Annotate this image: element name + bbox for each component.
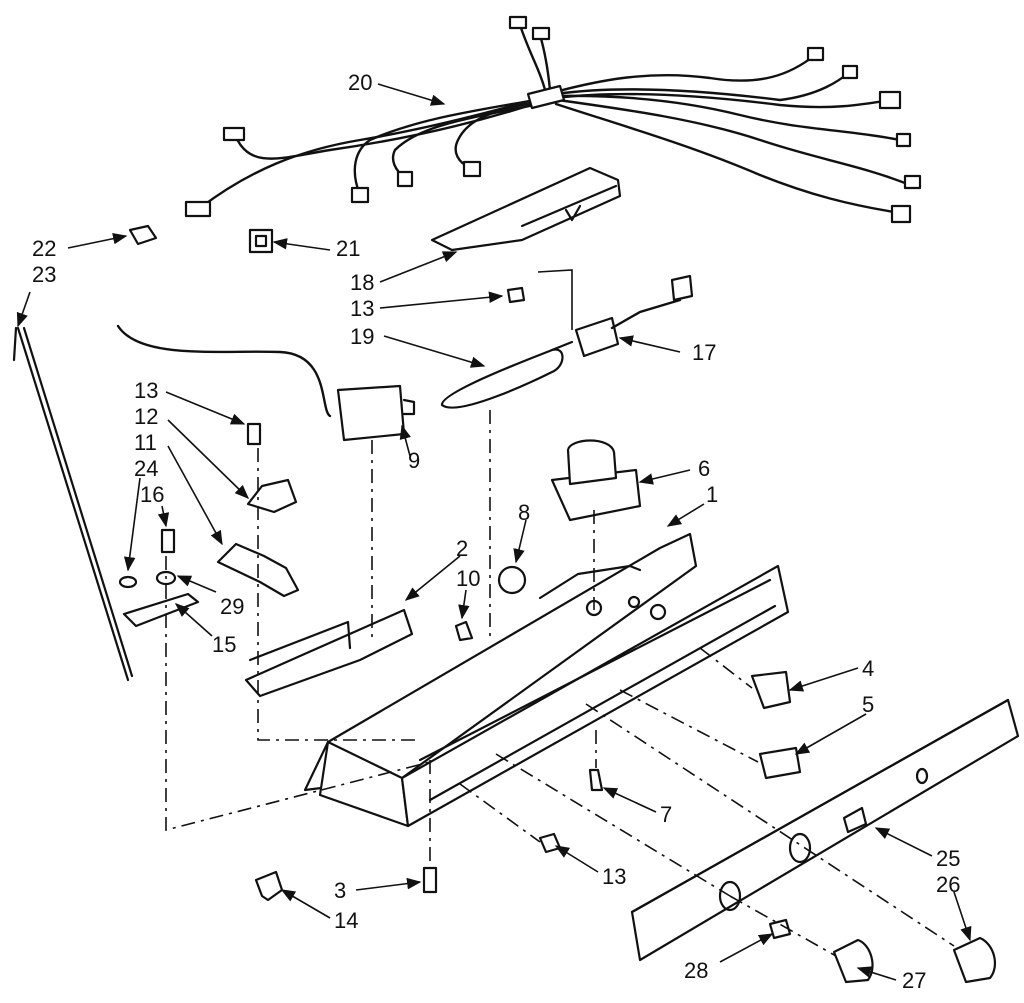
knob-26 bbox=[952, 936, 997, 984]
callout-22: 22 bbox=[32, 236, 56, 261]
callout-labels: 20 22 23 21 18 13 19 17 13 12 11 24 16 9… bbox=[32, 70, 960, 993]
bracket-12 bbox=[246, 478, 298, 514]
washer-24 bbox=[118, 575, 138, 589]
screw-3 bbox=[422, 866, 438, 894]
callout-23: 23 bbox=[32, 262, 56, 287]
callout-1: 1 bbox=[706, 482, 718, 507]
clip-21 bbox=[248, 228, 274, 254]
callout-11: 11 bbox=[134, 430, 157, 455]
callout-9: 9 bbox=[408, 448, 420, 473]
clip-22 bbox=[128, 224, 158, 246]
control-9 bbox=[336, 384, 406, 442]
callout-29: 29 bbox=[220, 594, 244, 619]
callout-3: 3 bbox=[334, 878, 346, 903]
callout-13-bottom: 13 bbox=[602, 864, 626, 889]
screw-13b bbox=[246, 422, 262, 446]
screw-16 bbox=[160, 528, 176, 554]
callout-17: 17 bbox=[692, 340, 716, 365]
callout-28: 28 bbox=[684, 958, 708, 983]
lever-15 bbox=[122, 592, 200, 628]
callout-27: 27 bbox=[902, 968, 926, 993]
callout-15: 15 bbox=[212, 632, 236, 657]
callout-24: 24 bbox=[134, 456, 158, 481]
callout-12: 12 bbox=[134, 404, 158, 429]
callout-13-top: 13 bbox=[350, 296, 374, 321]
screw-10 bbox=[454, 620, 474, 642]
callout-26: 26 bbox=[936, 872, 960, 897]
callout-16: 16 bbox=[140, 482, 164, 507]
screw-13a bbox=[506, 286, 526, 304]
knob-27 bbox=[832, 938, 874, 984]
callout-10: 10 bbox=[456, 566, 480, 591]
callout-21: 21 bbox=[336, 236, 360, 261]
screw-13c bbox=[538, 832, 562, 854]
callout-8: 8 bbox=[518, 500, 530, 525]
part-17 bbox=[574, 316, 620, 358]
callout-5: 5 bbox=[862, 692, 874, 717]
cover-plate bbox=[430, 166, 622, 252]
callout-20: 20 bbox=[348, 70, 372, 95]
switch-5 bbox=[758, 746, 802, 780]
grommet-8 bbox=[497, 565, 527, 595]
callout-13-left: 13 bbox=[134, 378, 158, 403]
control-housing bbox=[303, 532, 790, 828]
callout-6: 6 bbox=[698, 456, 710, 481]
sensor-19 bbox=[440, 348, 564, 409]
bracket-2 bbox=[244, 608, 414, 698]
callout-2: 2 bbox=[456, 536, 468, 561]
callout-18: 18 bbox=[350, 270, 374, 295]
wiring-harness bbox=[184, 15, 922, 224]
rod-23 bbox=[12, 326, 134, 682]
switch-4 bbox=[750, 670, 792, 710]
front-panel bbox=[630, 698, 1020, 962]
callout-19: 19 bbox=[350, 324, 374, 349]
callout-4: 4 bbox=[862, 656, 874, 681]
screw-7 bbox=[588, 768, 604, 792]
callout-7: 7 bbox=[660, 802, 672, 827]
assembly-lines bbox=[165, 410, 955, 957]
callout-25: 25 bbox=[936, 846, 960, 871]
leader-lines bbox=[16, 83, 972, 981]
callout-14: 14 bbox=[334, 908, 358, 933]
clip-14 bbox=[254, 870, 284, 902]
